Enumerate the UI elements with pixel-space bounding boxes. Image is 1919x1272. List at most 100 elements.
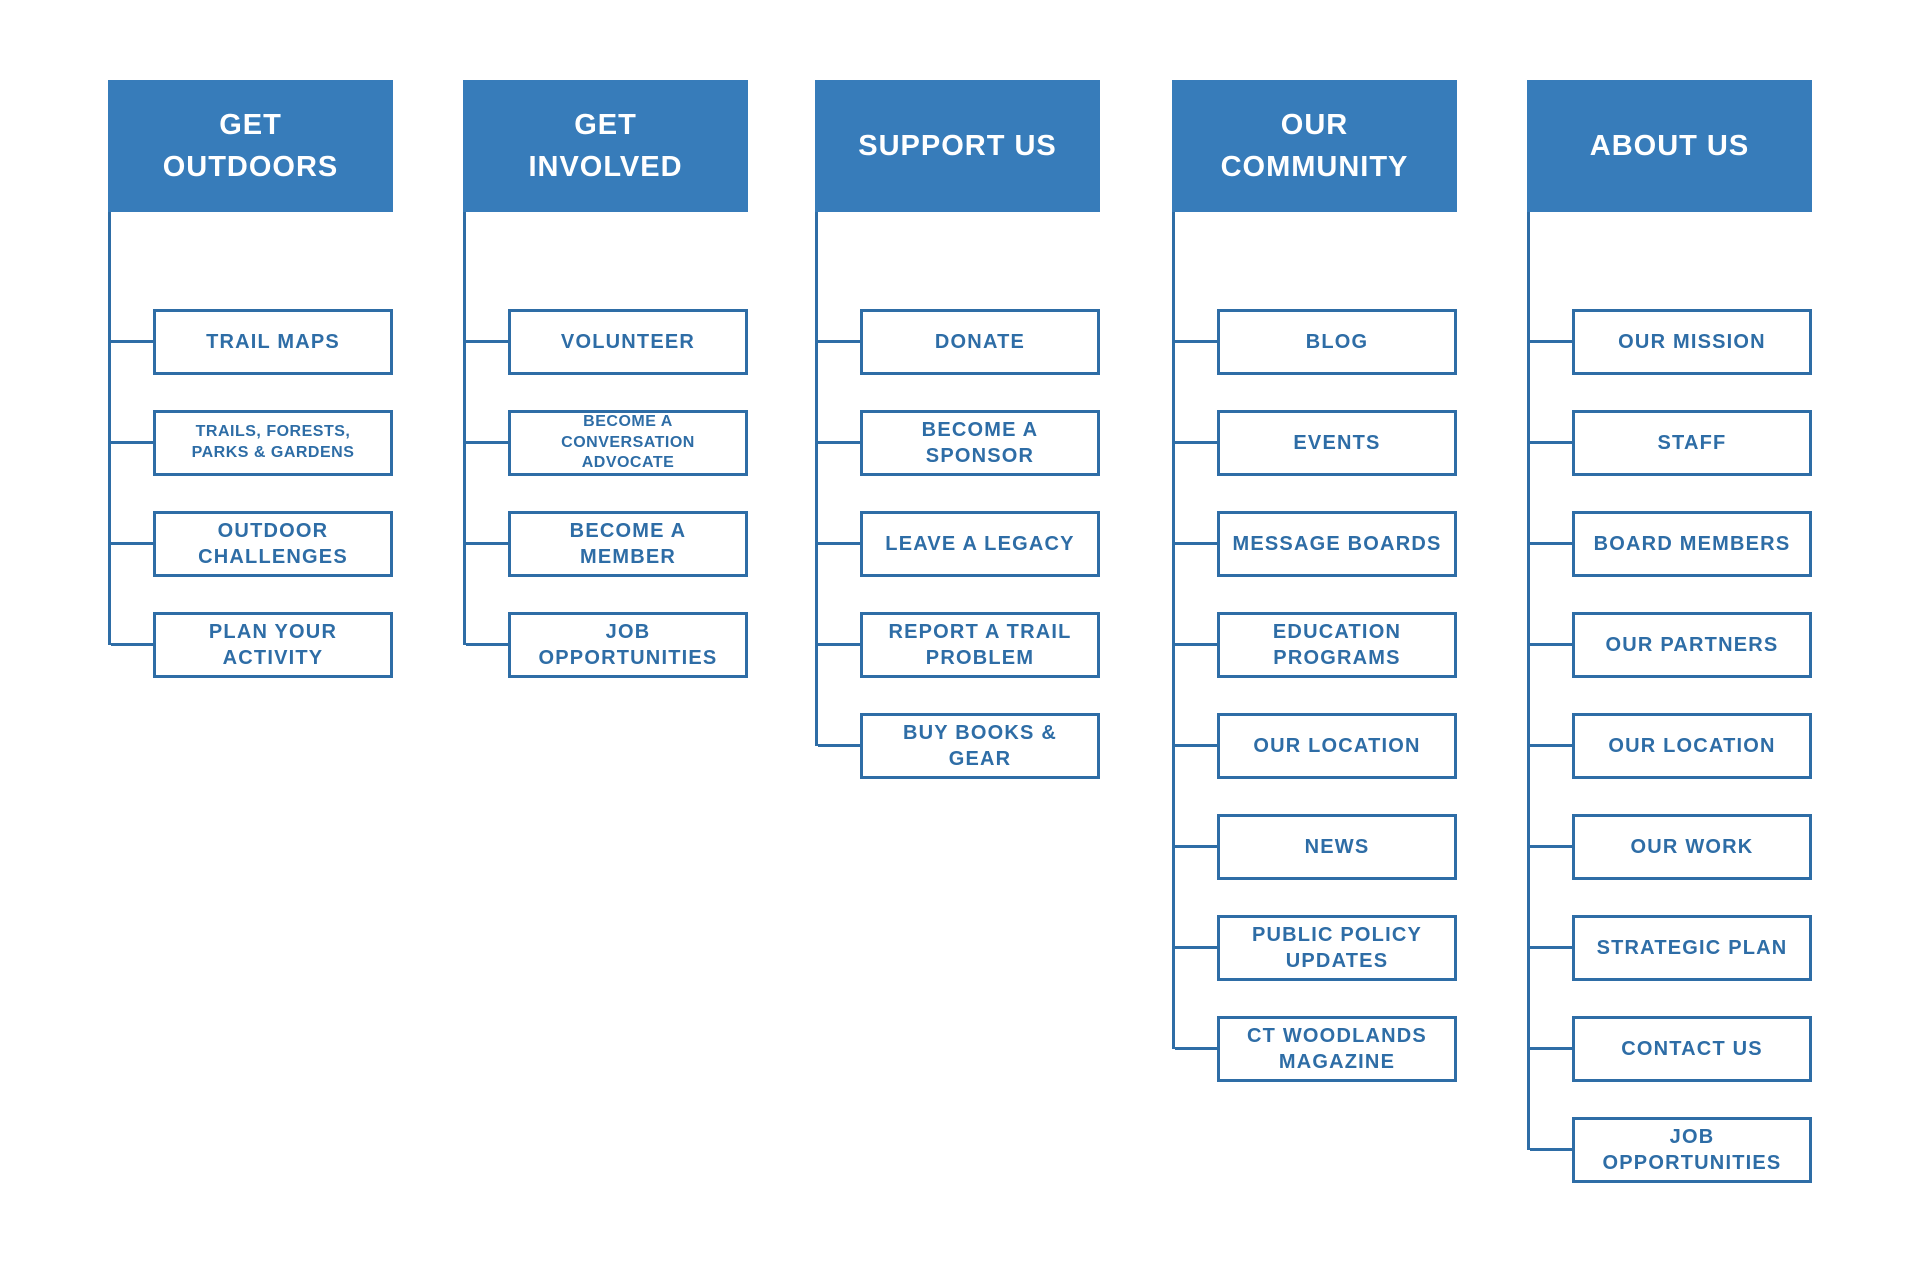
connector-stub xyxy=(818,744,863,747)
node-our-location-community[interactable]: OUR LOCATION xyxy=(1175,713,1457,779)
node-label: TRAILS, FORESTS, PARKS & GARDENS xyxy=(191,423,355,461)
node-buy-books-gear[interactable]: BUY BOOKS & GEAR xyxy=(818,713,1100,779)
node-public-policy-updates[interactable]: PUBLIC POLICY UPDATES xyxy=(1175,915,1457,981)
node-label: OUR WORK xyxy=(1630,836,1754,858)
node-volunteer[interactable]: VOLUNTEER xyxy=(466,309,748,375)
column-support-us: SUPPORT US DONATE BECOME A SPONSOR LEAVE A… xyxy=(815,80,1100,779)
node-label: TRAIL MAPS xyxy=(206,331,340,353)
node-label: EDUCATION PROGRAMS xyxy=(1272,621,1402,669)
node-job-opportunities-involved[interactable]: JOB OPPORTUNITIES xyxy=(466,612,748,678)
column-header-our-community[interactable]: OUR COMMUNITY xyxy=(1172,80,1457,212)
node-label: BOARD MEMBERS xyxy=(1593,533,1791,555)
column-children: TRAIL MAPS TRAILS, FORESTS, PARKS & GARDE… xyxy=(111,309,393,678)
node-label: LEAVE A LEGACY xyxy=(885,533,1075,555)
node-blog[interactable]: BLOG xyxy=(1175,309,1457,375)
node-education-programs[interactable]: EDUCATION PROGRAMS xyxy=(1175,612,1457,678)
node-label: OUR MISSION xyxy=(1618,331,1766,353)
connector-stub xyxy=(818,643,863,646)
connector-stub xyxy=(1175,340,1220,343)
node-label: BECOME A CONVERSATION ADVOCATE xyxy=(561,412,695,472)
node-label: PUBLIC POLICY UPDATES xyxy=(1251,924,1423,972)
node-contact-us[interactable]: CONTACT US xyxy=(1530,1016,1812,1082)
connector-vline xyxy=(1172,212,1175,1049)
connector-stub xyxy=(111,340,156,343)
node-label: DONATE xyxy=(934,331,1026,353)
node-strategic-plan[interactable]: STRATEGIC PLAN xyxy=(1530,915,1812,981)
connector-stub xyxy=(818,340,863,343)
connector-stub xyxy=(818,441,863,444)
connector-stub xyxy=(1530,542,1575,545)
node-trail-maps[interactable]: TRAIL MAPS xyxy=(111,309,393,375)
node-staff[interactable]: STAFF xyxy=(1530,410,1812,476)
node-donate[interactable]: DONATE xyxy=(818,309,1100,375)
node-label: STAFF xyxy=(1657,432,1727,454)
node-label: JOB OPPORTUNITIES xyxy=(1602,1126,1782,1174)
connector-stub xyxy=(1530,441,1575,444)
node-news[interactable]: NEWS xyxy=(1175,814,1457,880)
node-become-a-member[interactable]: BECOME A MEMBER xyxy=(466,511,748,577)
node-label: BECOME A SPONSOR xyxy=(921,419,1039,467)
node-job-opportunities-about[interactable]: JOB OPPORTUNITIES xyxy=(1530,1117,1812,1183)
node-label: NEWS xyxy=(1304,836,1370,858)
node-label: BLOG xyxy=(1305,331,1369,353)
column-children: VOLUNTEER BECOME A CONVERSATION ADVOCATE B… xyxy=(466,309,748,678)
node-ct-woodlands-magazine[interactable]: CT WOODLANDS MAGAZINE xyxy=(1175,1016,1457,1082)
node-label: EVENTS xyxy=(1293,432,1381,454)
column-title-get-involved: GET INVOLVED xyxy=(528,108,683,183)
node-label: STRATEGIC PLAN xyxy=(1596,937,1788,959)
connector-stub xyxy=(1530,744,1575,747)
connector-stub xyxy=(466,643,511,646)
connector-stub xyxy=(1175,946,1220,949)
column-children: OUR MISSION STAFF BOARD MEMBERS OUR PARTNER… xyxy=(1530,309,1812,1183)
node-board-members[interactable]: BOARD MEMBERS xyxy=(1530,511,1812,577)
connector-vline xyxy=(108,212,111,645)
node-label: JOB OPPORTUNITIES xyxy=(538,621,718,669)
connector-stub xyxy=(818,542,863,545)
node-become-a-sponsor[interactable]: BECOME A SPONSOR xyxy=(818,410,1100,476)
connector-stub xyxy=(111,542,156,545)
connector-vline xyxy=(463,212,466,645)
column-header-get-involved[interactable]: GET INVOLVED xyxy=(463,80,748,212)
column-title-our-community: OUR COMMUNITY xyxy=(1220,108,1409,183)
column-title-support-us: SUPPORT US xyxy=(858,129,1057,162)
connector-stub xyxy=(1175,643,1220,646)
column-header-about-us[interactable]: ABOUT US xyxy=(1527,80,1812,212)
node-events[interactable]: EVENTS xyxy=(1175,410,1457,476)
connector-vline xyxy=(815,212,818,746)
connector-stub xyxy=(1175,1047,1220,1050)
connector-stub xyxy=(466,340,511,343)
column-header-support-us[interactable]: SUPPORT US xyxy=(815,80,1100,212)
node-our-work[interactable]: OUR WORK xyxy=(1530,814,1812,880)
node-our-location-about[interactable]: OUR LOCATION xyxy=(1530,713,1812,779)
connector-stub xyxy=(1530,643,1575,646)
column-children: DONATE BECOME A SPONSOR LEAVE A LEGACY REPO… xyxy=(818,309,1100,779)
node-become-a-conversation-advocate[interactable]: BECOME A CONVERSATION ADVOCATE xyxy=(466,410,748,476)
node-label: VOLUNTEER xyxy=(560,331,696,353)
node-our-mission[interactable]: OUR MISSION xyxy=(1530,309,1812,375)
node-plan-your-activity[interactable]: PLAN YOUR ACTIVITY xyxy=(111,612,393,678)
connector-stub xyxy=(1175,845,1220,848)
column-our-community: OUR COMMUNITY BLOG EVENTS MESSAGE BOARDS ED… xyxy=(1172,80,1457,1082)
node-label: CT WOODLANDS MAGAZINE xyxy=(1247,1025,1427,1073)
connector-stub xyxy=(1175,542,1220,545)
node-label: OUTDOOR CHALLENGES xyxy=(198,520,348,568)
node-trails-forests-parks-gardens[interactable]: TRAILS, FORESTS, PARKS & GARDENS xyxy=(111,410,393,476)
node-leave-a-legacy[interactable]: LEAVE A LEGACY xyxy=(818,511,1100,577)
column-children: BLOG EVENTS MESSAGE BOARDS EDUCATION PROGRA… xyxy=(1175,309,1457,1082)
node-outdoor-challenges[interactable]: OUTDOOR CHALLENGES xyxy=(111,511,393,577)
connector-stub xyxy=(1530,845,1575,848)
column-get-involved: GET INVOLVED VOLUNTEER BECOME A CONVERSAT… xyxy=(463,80,748,678)
column-title-about-us: ABOUT US xyxy=(1589,129,1750,162)
node-message-boards[interactable]: MESSAGE BOARDS xyxy=(1175,511,1457,577)
node-our-partners[interactable]: OUR PARTNERS xyxy=(1530,612,1812,678)
column-header-get-outdoors[interactable]: GET OUTDOORS xyxy=(108,80,393,212)
connector-stub xyxy=(1530,946,1575,949)
connector-stub xyxy=(111,441,156,444)
connector-stub xyxy=(1530,340,1575,343)
connector-stub xyxy=(1175,744,1220,747)
node-report-a-trail-problem[interactable]: REPORT A TRAIL PROBLEM xyxy=(818,612,1100,678)
node-label: REPORT A TRAIL PROBLEM xyxy=(888,621,1072,669)
node-label: OUR LOCATION xyxy=(1253,735,1421,757)
connector-stub xyxy=(1530,1148,1575,1151)
